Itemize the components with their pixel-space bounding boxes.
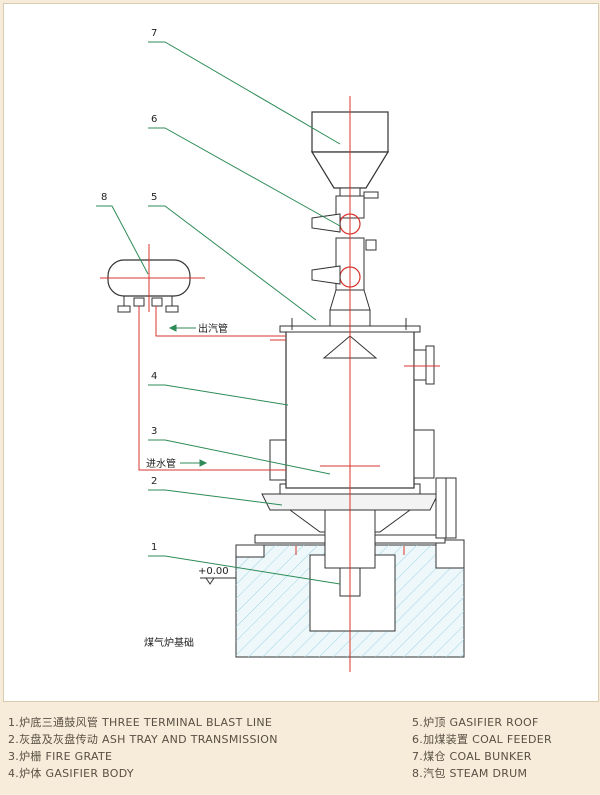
callout-4: 4 [151,371,157,382]
water-inlet-label: 进水管 [146,457,176,470]
callout-3: 3 [151,426,157,437]
coal-feeder [311,191,379,291]
callout-1: 1 [151,542,157,553]
legend-item-7: 7.煤仓 COAL BUNKER [412,750,532,763]
legend-item-2: 2.灰盘及灰盘传动 ASH TRAY AND TRANSMISSION [8,733,278,746]
flow-arrows [168,324,208,467]
legend-item-1: 1.炉底三通鼓风管 THREE TERMINAL BLAST LINE [8,716,273,729]
gasifier-body [279,318,435,489]
legend-item-5: 5.炉顶 GASIFIER ROOF [412,716,539,729]
legend-item-6: 6.加煤装置 COAL FEEDER [412,733,552,746]
legend-item-3: 3.炉栅 FIRE GRATE [8,750,113,763]
callout-8: 8 [101,192,107,203]
legend-item-4: 4.炉体 GASIFIER BODY [8,767,134,780]
gasifier-diagram: +0.00 [96,28,465,672]
elevation-label: +0.00 [198,566,229,577]
leader-lines [96,41,341,585]
pipes [100,96,440,672]
callout-2: 2 [151,476,157,487]
elevation-mark: +0.00 [198,566,236,585]
steam-outlet-label: 出汽管 [198,322,228,335]
callout-5: 5 [151,192,157,203]
legend-item-8: 8.汽包 STEAM DRUM [412,767,528,780]
foundation-label: 煤气炉基础 [144,636,194,649]
callout-6: 6 [151,114,157,125]
callout-7: 7 [151,28,157,39]
